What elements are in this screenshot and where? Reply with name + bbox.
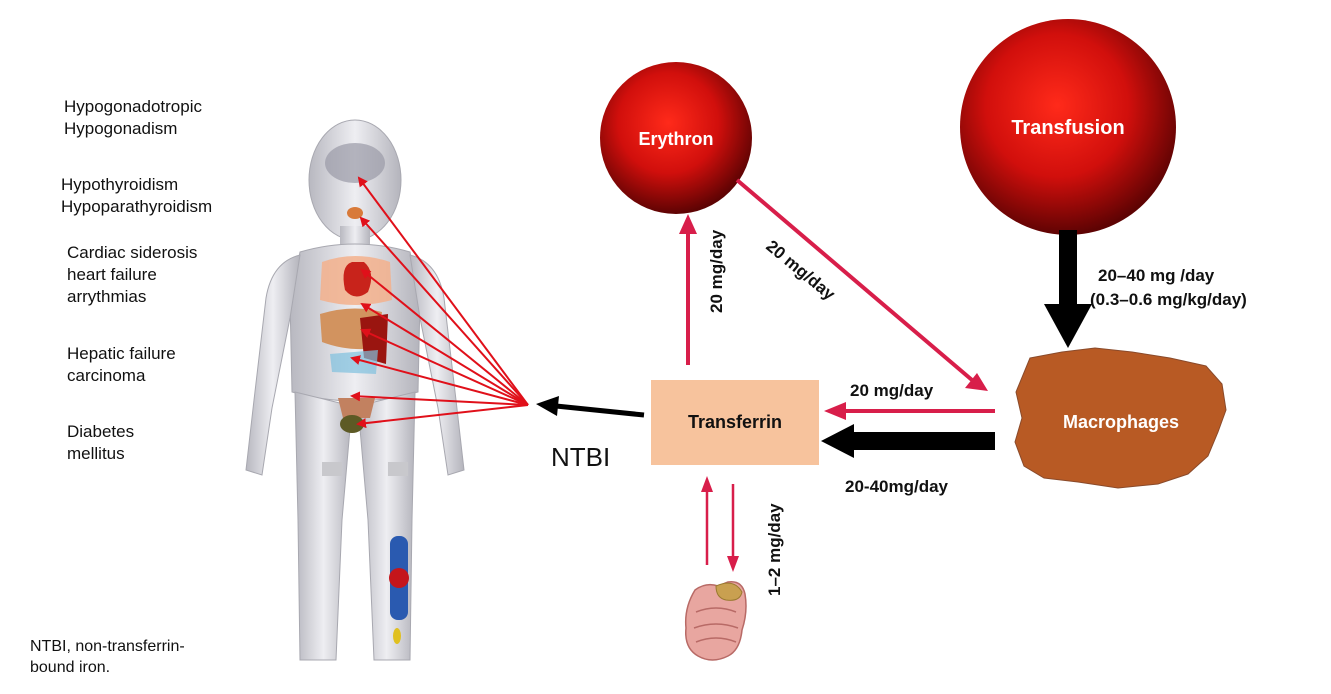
arrow-erythron-to-macrophages [735,178,988,391]
transfusion-node: Transfusion [960,19,1176,235]
transferrin-node: Transferrin [651,380,819,465]
flow-macrophages-transferrin-red-label: 20 mg/day [850,381,934,400]
human-body-figure [245,119,465,661]
arrow-gut-to-transferrin [701,476,713,565]
ntbi-arrow [536,396,645,418]
arrow-to-spleen [350,355,529,406]
flow-gut-exchange-label: 1–2 mg/day [765,503,784,596]
arrow-to-pituitary [357,176,529,406]
macrophages-node: Macrophages [1014,347,1227,489]
arrow-to-heart [360,268,529,406]
arrow-to-gonads [350,391,529,406]
transfusion-label: Transfusion [1011,117,1124,139]
arrow-macrophages-to-transferrin-red [824,402,995,420]
arrow-transfusion-to-macrophages [1044,230,1092,348]
footnote: NTBI, non-transferrin- bound iron. [30,638,185,676]
label-heart-effect: Cardiac siderosis heart failure arrythmi… [67,243,198,306]
ntbi-label: NTBI [551,442,610,472]
flow-macrophages-transferrin-black-label: 20-40mg/day [845,477,949,496]
arrow-transferrin-to-erythron [679,214,697,365]
label-liver-effect: Hepatic failure carcinoma [67,344,176,385]
erythron-node: Erythron [600,62,752,214]
arrow-to-liver-1 [360,302,529,406]
arrow-to-liver-2 [360,328,529,406]
flow-transferrin-erythron-label: 20 mg/day [707,229,726,313]
macrophages-label: Macrophages [1063,412,1179,432]
arrow-to-pancreas [356,404,529,429]
ntbi-organ-arrows [350,176,529,429]
arrow-to-thyroid [359,216,529,406]
label-pituitary-effect: Hypogonadotropic Hypogonadism [64,97,202,138]
flow-transfusion-line2: (0.3–0.6 mg/kg/day) [1090,290,1247,309]
arrow-macrophages-to-transferrin-black [821,424,995,458]
label-thyroid-effect: Hypothyroidism Hypoparathyroidism [61,175,213,216]
transferrin-label: Transferrin [688,412,782,432]
flow-erythron-macrophages-label: 20 mg/day [762,236,839,304]
arrow-transferrin-to-gut [727,484,739,572]
label-pancreas-effect: Diabetes mellitus [67,422,135,463]
intestine-icon [684,581,747,661]
flow-transfusion-line1: 20–40 mg /day [1098,266,1215,285]
erythron-label: Erythron [638,129,713,149]
